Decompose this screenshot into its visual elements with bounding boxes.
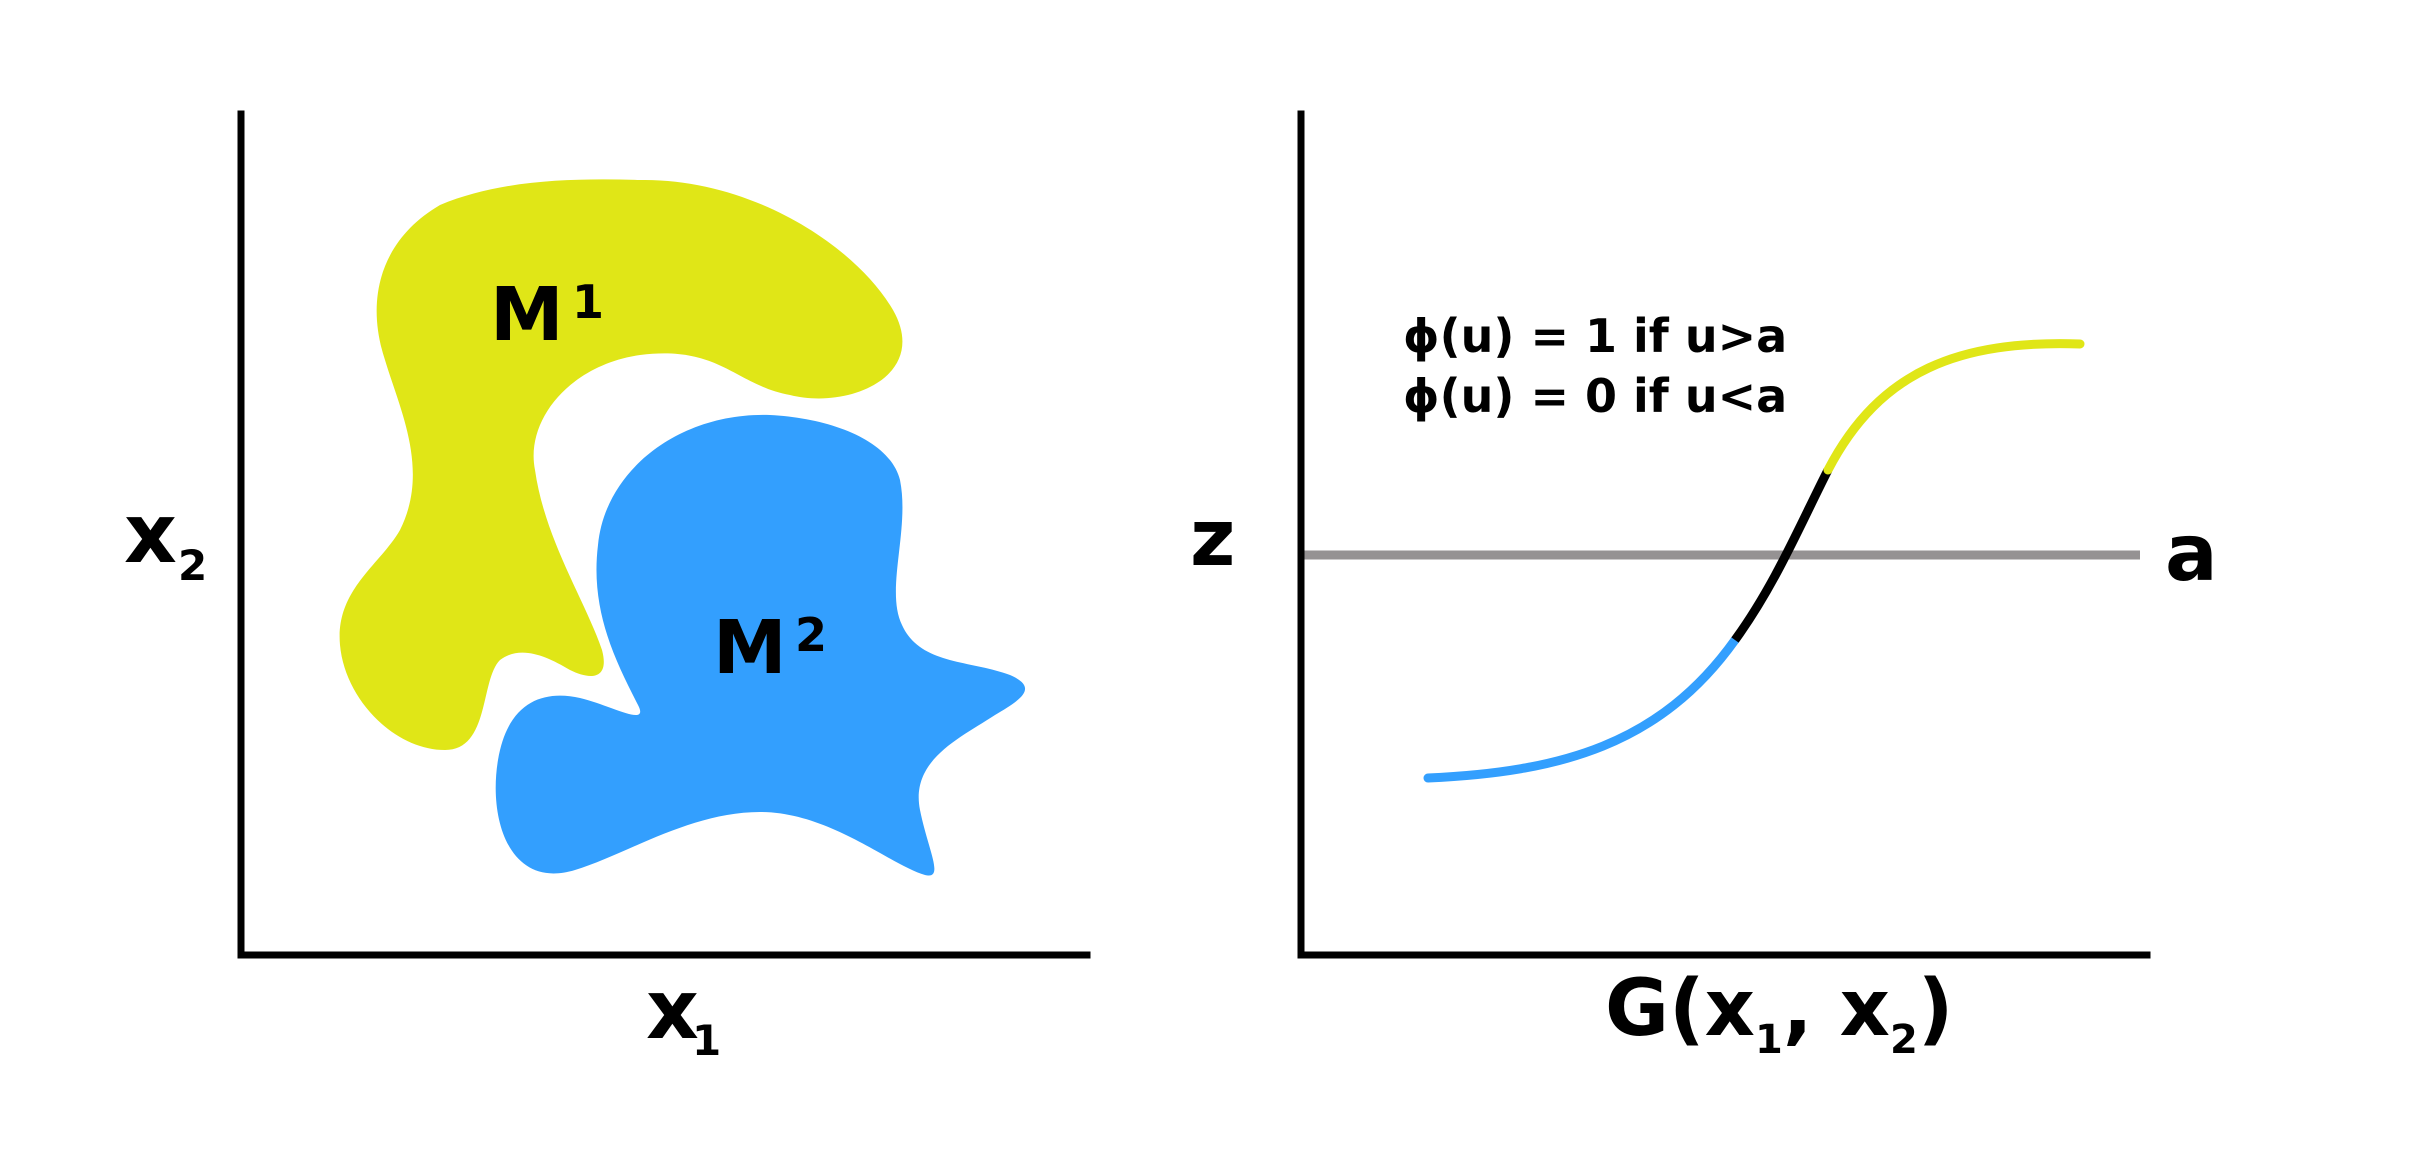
curve-high-segment <box>1823 339 2085 475</box>
right-x-axis-prefix: G( <box>1605 964 1705 1054</box>
left-x-axis-label: x <box>646 963 699 1058</box>
threshold-label: a <box>2165 509 2218 599</box>
rule-line-2: ϕ(u) = 0 if u<a <box>1403 369 1787 423</box>
right-y-axis-label: z <box>1190 494 1235 584</box>
right-x-axis-sub2: 2 <box>1890 1017 1918 1063</box>
right-x-axis-sub1: 1 <box>1755 1017 1783 1063</box>
right-x-axis-var2: x <box>1840 964 1890 1054</box>
region-m1-superscript: 1 <box>572 275 604 329</box>
right-x-axis-var1: x <box>1705 964 1755 1054</box>
left-panel: M 1 M 2 x 2 x 1 <box>124 110 1091 1065</box>
region-m2-label: M <box>713 605 787 691</box>
curve-low-segment <box>1423 635 1740 783</box>
region-m2-superscript: 2 <box>795 608 827 662</box>
rule-line-1: ϕ(u) = 1 if u>a <box>1403 309 1787 363</box>
left-y-axis-label: x <box>124 487 177 582</box>
right-x-axis-suffix: ) <box>1918 964 1954 1054</box>
right-panel: a ϕ(u) = 1 if u>a ϕ(u) = 0 if u<a z G(x1… <box>1190 110 2218 1063</box>
right-x-axis-label: G(x1, x2) <box>1605 964 1953 1063</box>
region-m2 <box>495 414 1026 876</box>
region-m1 <box>339 179 903 750</box>
curve-mid-segment <box>1731 467 1833 643</box>
left-y-axis-subscript: 2 <box>178 541 207 590</box>
region-m1-label: M <box>490 272 564 358</box>
left-x-axis-subscript: 1 <box>692 1016 721 1065</box>
right-x-axis-sep: , <box>1783 964 1840 1054</box>
